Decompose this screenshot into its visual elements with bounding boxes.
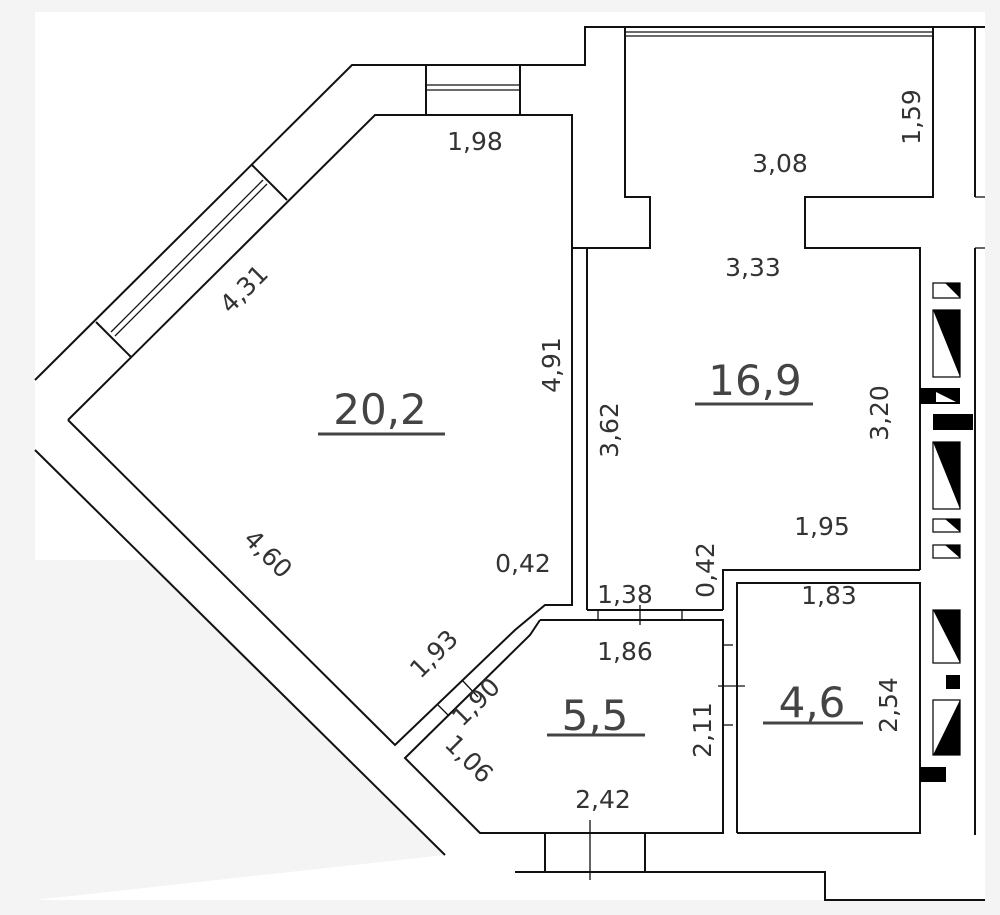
kitchen-room-area: 16,9 bbox=[708, 356, 802, 405]
dim-label: 0,42 bbox=[495, 549, 551, 578]
dim-label: 1,95 bbox=[794, 512, 850, 541]
dim-label: 2,42 bbox=[575, 785, 631, 814]
kitchen-room-walls bbox=[587, 27, 651, 249]
hallway-area: 5,5 bbox=[562, 691, 629, 740]
dim-label: 3,20 bbox=[865, 385, 894, 441]
bathroom-area: 4,6 bbox=[779, 678, 846, 727]
living-room-area: 20,2 bbox=[333, 385, 427, 434]
outside-area bbox=[35, 560, 445, 900]
dim-label: 1,59 bbox=[897, 89, 926, 145]
dim-label: 1,38 bbox=[597, 580, 653, 609]
dim-label: 3,33 bbox=[725, 253, 781, 282]
bathroom-outer bbox=[722, 569, 920, 610]
dim-label: 0,42 bbox=[691, 542, 720, 598]
bathroom-walls bbox=[736, 582, 921, 834]
kitchen-right-wall bbox=[804, 27, 934, 570]
dim-label: 1,83 bbox=[801, 581, 857, 610]
dim-label: 4,91 bbox=[537, 337, 566, 393]
dim-label: 2,54 bbox=[874, 677, 903, 733]
dimension-labels: 1,98 4,31 4,91 4,60 0,42 1,93 1,90 1,06 … bbox=[214, 89, 926, 814]
hallway-walls bbox=[403, 619, 724, 834]
dim-label: 3,08 bbox=[752, 149, 808, 178]
dim-label: 1,86 bbox=[597, 637, 653, 666]
vent-shafts bbox=[920, 282, 973, 782]
living-room-walls bbox=[67, 114, 573, 747]
dim-label: 3,62 bbox=[595, 402, 624, 458]
dim-label: 2,11 bbox=[688, 702, 717, 758]
outer-walls bbox=[34, 26, 985, 901]
dim-label: 1,98 bbox=[447, 127, 503, 156]
windows bbox=[95, 31, 933, 872]
